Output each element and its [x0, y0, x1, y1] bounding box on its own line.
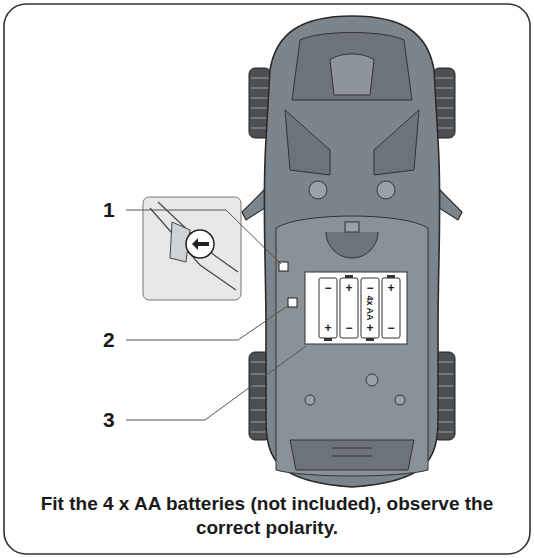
tread-lines	[435, 78, 453, 128]
callout-number: 3	[103, 408, 115, 432]
battery	[382, 278, 400, 338]
chassis-plate	[276, 216, 428, 476]
frame	[4, 4, 530, 554]
terminal	[345, 275, 353, 278]
callout-number: 2	[103, 328, 115, 352]
screw	[395, 395, 405, 405]
press-button	[186, 230, 214, 258]
callout-number: 1	[103, 198, 115, 222]
tread-lines	[251, 78, 269, 128]
inset	[143, 197, 241, 300]
screw	[305, 395, 315, 405]
centre-hub	[326, 232, 378, 258]
battery	[361, 278, 379, 338]
terminal	[366, 338, 374, 341]
leader-line	[126, 346, 306, 420]
polarity-sign: −	[383, 321, 399, 335]
screw-boss	[309, 181, 327, 199]
rear-grille	[332, 448, 372, 456]
battery-type: 4x AA	[365, 295, 375, 320]
cover-edge	[150, 202, 238, 290]
leader-line	[126, 305, 289, 340]
polarity-sign: −	[320, 281, 336, 295]
cover-screw	[288, 298, 297, 307]
battery-terminals	[324, 275, 395, 341]
leader-line	[126, 210, 281, 264]
screw-boss	[377, 181, 395, 199]
polarity-sign: −	[341, 321, 357, 335]
terminal	[324, 338, 332, 341]
polarity-sign: +	[362, 321, 378, 335]
polarity-sign: +	[320, 321, 336, 335]
polarity-sign: +	[341, 281, 357, 295]
motor-housing	[330, 54, 374, 95]
batteries	[319, 278, 400, 338]
front-frame	[292, 33, 412, 101]
battery	[340, 278, 358, 338]
battery-compartment	[305, 272, 407, 344]
switch	[345, 222, 359, 232]
polarity-sign: −	[362, 281, 378, 295]
screw	[366, 374, 378, 386]
direction-arrow	[192, 238, 209, 250]
car-body	[264, 16, 440, 487]
suspension	[285, 110, 419, 175]
rear-frame	[290, 440, 414, 470]
caption: Fit the 4 x AA batteries (not included),…	[27, 492, 507, 540]
terminal	[387, 275, 395, 278]
polarity-sign: +	[383, 281, 399, 295]
battery	[319, 278, 337, 338]
